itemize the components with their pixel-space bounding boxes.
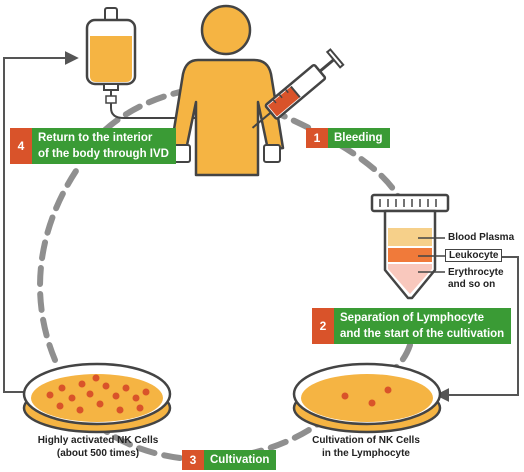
right-dish-caption: Cultivation of NK Cells in the Lymphocyt… [296,434,436,460]
left-dish-caption-line2: (about 500 times) [56,448,140,459]
step-3-label: Cultivation [204,450,277,470]
right-dish-caption-line1: Cultivation of NK Cells [312,435,420,446]
erythrocyte-label: Erythrocyte and so on [448,267,504,291]
iv-bag-icon [85,7,205,119]
return-arrow-line [3,51,79,393]
blood-plasma-label: Blood Plasma [448,232,515,243]
erythrocyte-label-line2: and so on [448,279,496,290]
step-2-label-line1: Separation of Lymphocyte [340,312,484,324]
petri-dish-icon [292,362,442,434]
erythrocyte-label-line1: Erythrocyte [448,267,504,278]
step-3-badge: 3 Cultivation [182,450,277,470]
petri-dish-icon [22,362,172,434]
syringe-icon [251,48,345,129]
leukocyte-arrow-line [435,256,519,402]
test-tube-icon [370,193,450,300]
step-4-label-line1: Return to the interior [38,132,153,144]
step-4-number: 4 [10,128,32,164]
leukocyte-label: Leukocyte [445,249,503,262]
step-2-label: Separation of Lymphocyte and the start o… [334,308,512,344]
step-4-label-line2: of the body through IVD [38,148,169,160]
step-3-number: 3 [182,450,204,470]
step-4-badge: 4 Return to the interior of the body thr… [10,128,176,164]
person-icon [169,4,285,177]
left-dish-caption: Highly activated NK Cells (about 500 tim… [28,434,168,460]
left-dish-caption-line1: Highly activated NK Cells [37,435,159,446]
step-1-label: Bleeding [328,128,390,148]
step-4-label: Return to the interior of the body throu… [32,128,176,164]
step-1-badge: 1 Bleeding [306,128,390,148]
step-2-label-line2: and the start of the cultivation [340,328,505,340]
step-2-badge: 2 Separation of Lymphocyte and the start… [312,308,512,344]
step-2-number: 2 [312,308,334,344]
right-dish-caption-line2: in the Lymphocyte [322,448,410,459]
step-1-number: 1 [306,128,328,148]
